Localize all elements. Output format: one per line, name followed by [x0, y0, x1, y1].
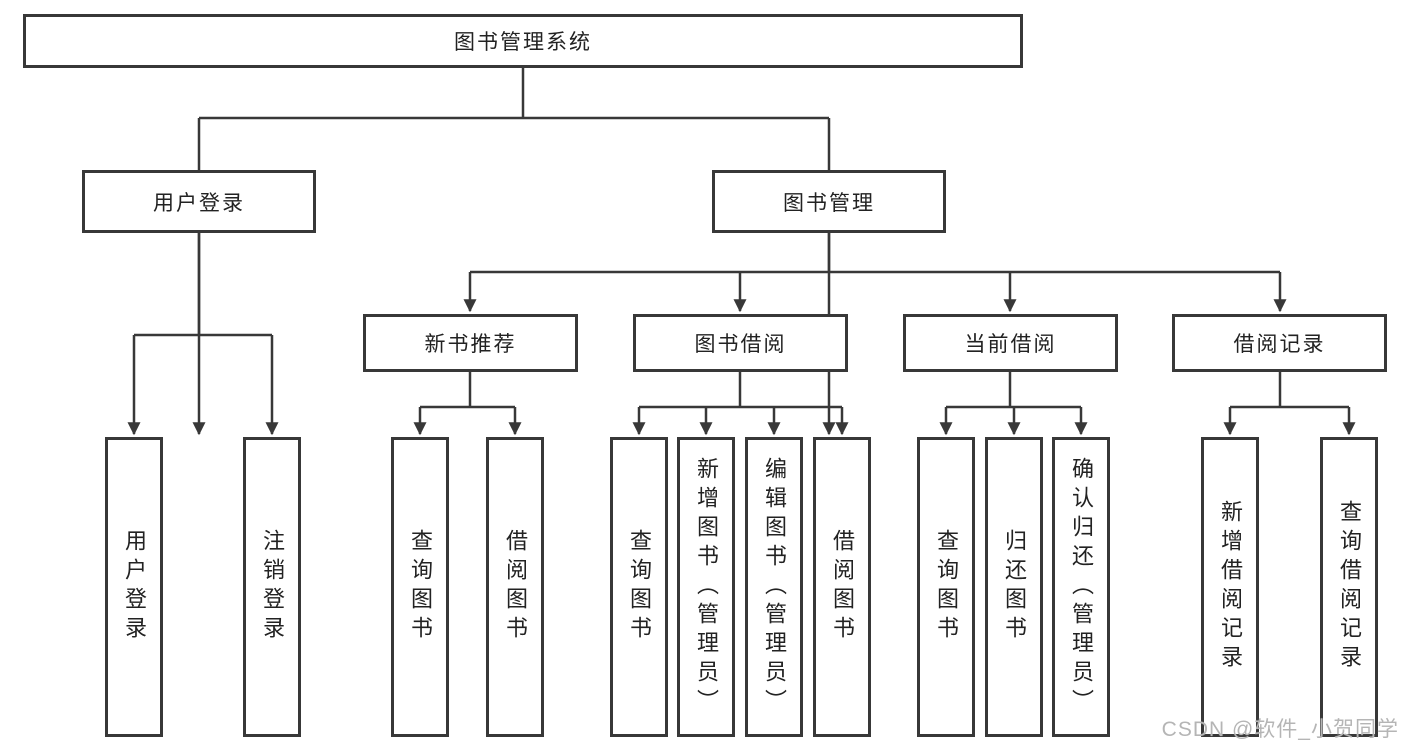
node-label: 新增借阅记录	[1218, 500, 1243, 674]
node-label: 借阅记录	[1233, 333, 1326, 356]
csdn-watermark: CSDN @软件_小贺同学	[1161, 718, 1399, 741]
leaf-query-books-current: 查询图书	[917, 437, 975, 737]
node-label: 用户登录	[122, 529, 147, 645]
node-label: 查询图书	[408, 529, 433, 645]
leaf-borrow-books-recommend: 借阅图书	[486, 437, 544, 737]
node-label: 新书推荐	[424, 333, 517, 356]
node-label: 图书管理	[783, 191, 875, 215]
leaf-borrow-books: 借阅图书	[813, 437, 871, 737]
leaf-query-books-borrow: 查询图书	[610, 437, 668, 737]
node-label: 借阅图书	[503, 529, 528, 645]
node-book-management: 图书管理	[712, 170, 946, 233]
node-label: 查询借阅记录	[1337, 500, 1362, 674]
node-book-borrowing: 图书借阅	[633, 314, 848, 372]
node-current-borrowing: 当前借阅	[903, 314, 1118, 372]
node-label: 用户登录	[153, 191, 245, 215]
node-label: 归还图书	[1002, 529, 1027, 645]
node-label: 新增图书（管理员）	[694, 456, 719, 718]
leaf-return-books: 归还图书	[985, 437, 1043, 737]
node-label: 查询图书	[934, 529, 959, 645]
node-library-management-system: 图书管理系统	[23, 14, 1023, 68]
leaf-add-borrow-record: 新增借阅记录	[1201, 437, 1259, 737]
leaf-query-borrow-record: 查询借阅记录	[1320, 437, 1378, 737]
node-user-login: 用户登录	[82, 170, 316, 233]
leaf-edit-books-admin: 编辑图书（管理员）	[745, 437, 803, 737]
leaf-query-books-recommend: 查询图书	[391, 437, 449, 737]
leaf-confirm-return-admin: 确认归还（管理员）	[1052, 437, 1110, 737]
node-label: 编辑图书（管理员）	[762, 456, 787, 718]
node-label: 确认归还（管理员）	[1069, 456, 1094, 718]
leaf-add-books-admin: 新增图书（管理员）	[677, 437, 735, 737]
leaf-logout: 注销登录	[243, 437, 301, 737]
node-label: 当前借阅	[964, 333, 1057, 356]
node-borrowing-records: 借阅记录	[1172, 314, 1387, 372]
node-label: 借阅图书	[830, 529, 855, 645]
node-label: 图书管理系统	[454, 31, 592, 54]
node-label: 查询图书	[627, 529, 652, 645]
node-label: 注销登录	[260, 529, 285, 645]
leaf-user-login: 用户登录	[105, 437, 163, 737]
node-new-book-recommendation: 新书推荐	[363, 314, 578, 372]
node-label: 图书借阅	[694, 333, 787, 356]
